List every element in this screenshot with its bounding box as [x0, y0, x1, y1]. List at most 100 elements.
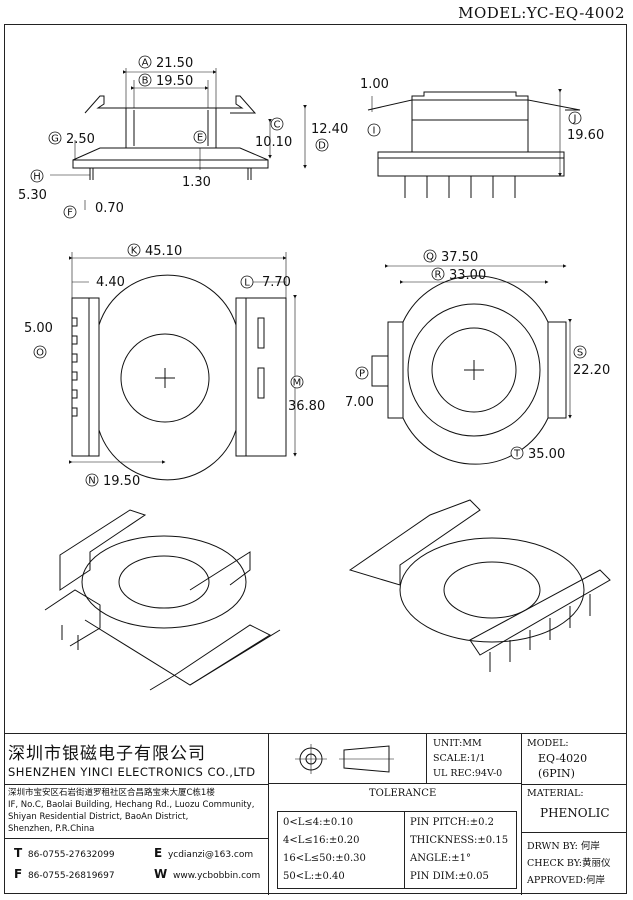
marker-P: P	[355, 366, 369, 380]
third-angle-projection-icon	[295, 744, 394, 774]
iso-view-right	[348, 499, 611, 672]
tel: 86-0755-27632099	[27, 850, 115, 860]
dim-K: 45.10	[145, 244, 182, 259]
dim-I: 1.00	[360, 77, 389, 92]
email-label: E	[154, 846, 163, 860]
svg-text:I: I	[373, 126, 376, 137]
tolerance-title: TOLERANCE	[369, 788, 437, 799]
marker-K: K	[127, 243, 141, 257]
pin-row-2: THICKNESS:±0.15	[410, 835, 509, 846]
unit-block: UNIT:MM SCALE:1/1 UL REC:94V-0	[427, 734, 522, 784]
svg-text:A: A	[142, 58, 149, 69]
iso-view-left	[44, 509, 281, 691]
marker-C: C	[270, 117, 284, 131]
svg-text:Q: Q	[426, 252, 434, 263]
svg-text:R: R	[435, 270, 442, 281]
dim-N: 19.50	[103, 474, 140, 489]
marker-B: B	[138, 73, 152, 87]
side-pins	[404, 176, 516, 198]
unit: UNIT:MM	[433, 738, 482, 749]
email: ycdianzi@163.com	[167, 850, 254, 860]
svg-text:S: S	[577, 348, 583, 359]
marker-O: O	[33, 345, 47, 359]
dim-L: 7.70	[262, 275, 291, 290]
approved-by: 何岸	[586, 875, 606, 886]
iso-pins	[489, 594, 591, 672]
svg-text:L: L	[244, 278, 250, 289]
tolerance-block: TOLERANCE 0<L≤4:±0.10 4<L≤16:±0.20 16<L≤…	[269, 784, 522, 895]
tol-row-4: 50<L:±0.40	[283, 871, 345, 882]
company-name-en: SHENZHEN YINCI ELECTRONICS CO.,LTD	[8, 765, 256, 779]
pin-row-3: ANGLE:±1°	[410, 853, 472, 864]
approved-row: APPROVED:何岸	[527, 875, 606, 886]
dim-G: 2.50	[66, 132, 95, 147]
material-value: PHENOLIC	[540, 806, 610, 820]
svg-text:E: E	[197, 133, 203, 144]
svg-text:T: T	[513, 449, 521, 460]
dim-F: 0.70	[95, 201, 124, 216]
dim-E: 1.30	[182, 175, 211, 190]
marker-S: S	[573, 345, 587, 359]
svg-text:M: M	[293, 378, 302, 389]
marker-T: T	[510, 446, 524, 460]
marker-D: D	[315, 138, 329, 152]
tol-row-3: 16<L≤50:±0.30	[283, 853, 366, 864]
web-row: W www.ycbobbin.com	[154, 867, 260, 881]
svg-text:K: K	[131, 246, 138, 257]
marker-G: G	[48, 131, 62, 145]
top-view	[69, 252, 297, 481]
svg-text:D: D	[318, 141, 326, 152]
check-row: CHECK BY:黄丽仪	[527, 858, 611, 869]
dim-O: 5.00	[24, 321, 53, 336]
marker-N: N	[85, 473, 99, 487]
ul-rec: UL REC:94V-0	[433, 768, 503, 779]
tel-label: T	[14, 846, 23, 860]
company-block: 深圳市银磁电子有限公司 SHENZHEN YINCI ELECTRONICS C…	[4, 734, 269, 895]
svg-text:B: B	[142, 76, 149, 87]
dim-H: 5.30	[18, 188, 47, 203]
fax-label: F	[14, 867, 23, 881]
svg-text:G: G	[51, 134, 59, 145]
tol-row-1: 0<L≤4:±0.10	[283, 817, 354, 828]
marker-H: H	[30, 169, 44, 183]
top-view-slots	[71, 317, 78, 417]
svg-text:H: H	[33, 172, 41, 183]
model-value: EQ-4020	[538, 752, 588, 765]
marker-Q: Q	[423, 249, 437, 263]
dim-A: 21.50	[156, 56, 193, 71]
address-en-3: Shenzhen, P.R.China	[8, 824, 95, 834]
marker-M: M	[290, 375, 304, 389]
marker-A: A	[138, 55, 152, 69]
model-block: MODEL: EQ-4020 (6PIN) MATERIAL: PHENOLIC…	[522, 734, 627, 895]
dim-C: 10.10	[255, 135, 292, 150]
address-cn: 深圳市宝安区石岩街道罗租社区合昌路宝来大厦C栋1楼	[8, 788, 215, 798]
bottom-view	[371, 264, 572, 465]
address-en-2: Shiyan Residential District, BaoAn Distr…	[8, 812, 189, 822]
svg-text:F: F	[67, 208, 73, 219]
svg-text:J: J	[573, 114, 577, 125]
fax-row: F 86-0755-26819697	[14, 867, 115, 881]
web-label: W	[154, 867, 168, 881]
dimension-labels: A 21.50 B 19.50 C 10.10 12.40 D E 1.30 G…	[18, 55, 610, 489]
marker-I: I	[367, 123, 381, 137]
projection-symbol	[269, 734, 427, 784]
dim-R: 33.00	[449, 268, 486, 283]
dim-J: 19.60	[567, 128, 604, 143]
drwn-row: DRWN BY: 何岸	[527, 841, 600, 852]
side-view	[367, 89, 581, 198]
dim-T: 35.00	[528, 447, 565, 462]
scale: SCALE:1/1	[433, 753, 486, 764]
fax: 86-0755-26819697	[27, 871, 115, 881]
dim-M: 36.80	[288, 399, 325, 414]
pin-row-4: PIN DIM:±0.05	[410, 871, 489, 882]
marker-E: E	[193, 130, 207, 144]
drwn-by: 何岸	[580, 841, 600, 852]
svg-text:C: C	[274, 120, 281, 131]
technical-drawing: A 21.50 B 19.50 C 10.10 12.40 D E 1.30 G…	[18, 55, 611, 691]
company-name-cn: 深圳市银磁电子有限公司	[8, 744, 206, 764]
email-row: E ycdianzi@163.com	[154, 846, 253, 860]
svg-text:P: P	[359, 369, 365, 380]
marker-J: J	[568, 111, 582, 125]
svg-text:N: N	[88, 476, 95, 487]
address-en-1: IF, No.C, Baolai Building, Hechang Rd., …	[8, 800, 255, 810]
